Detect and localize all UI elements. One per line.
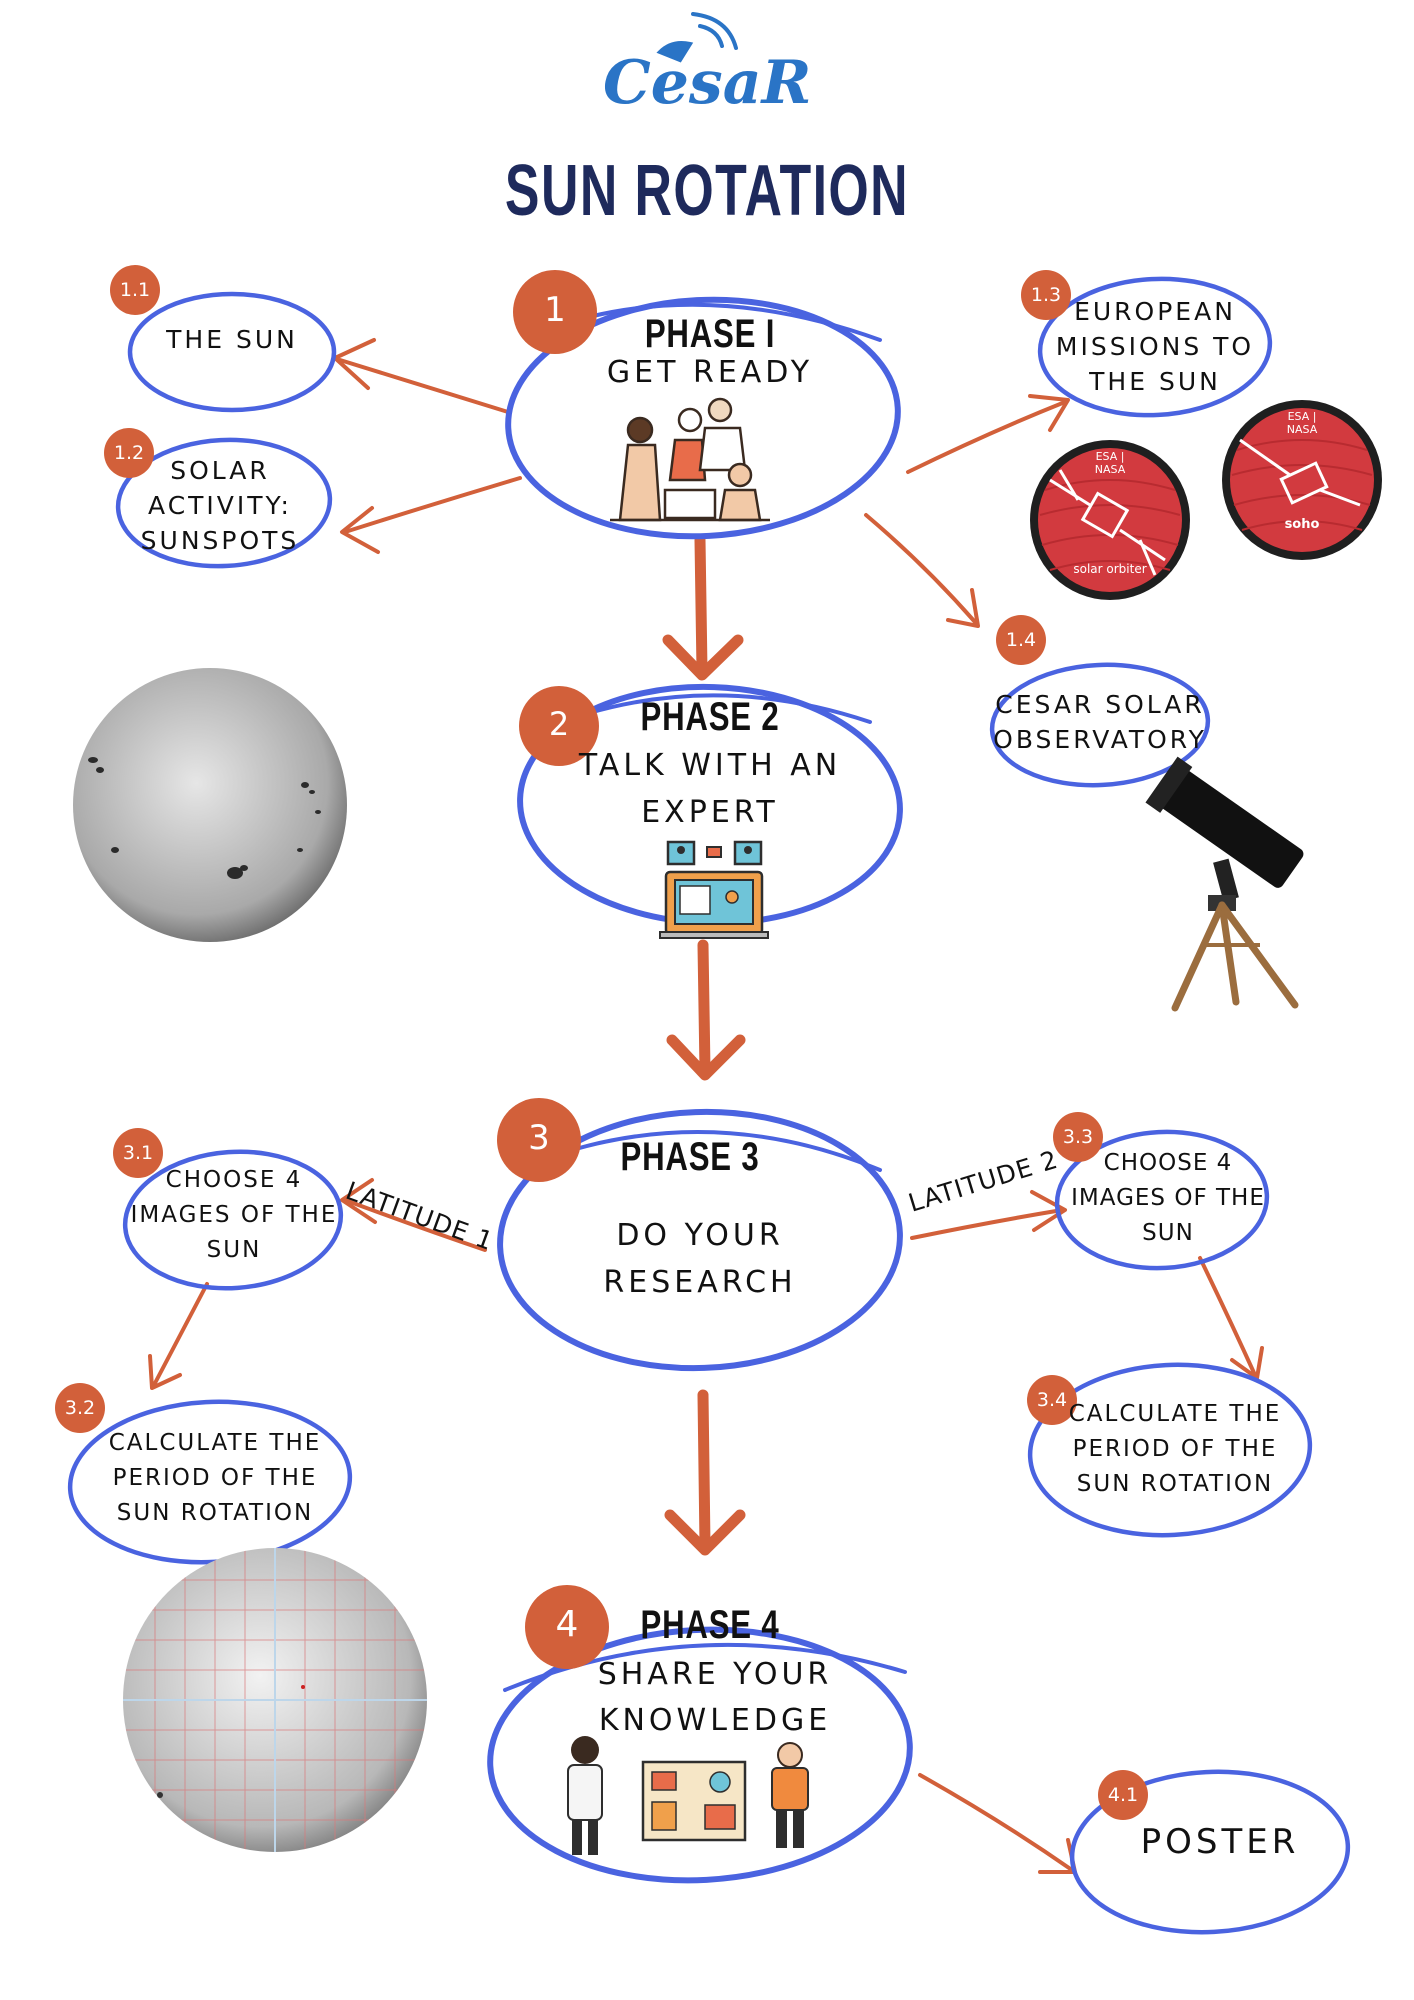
arrow-phase1-to-phase2: [694, 534, 708, 676]
arrow-phase1-to-1-3: [906, 400, 1067, 474]
step-1-1-badge: [110, 265, 160, 315]
step-3-2-badge: [55, 1383, 105, 1433]
step-1-2-badge: [104, 428, 154, 478]
arrow-head: [148, 1354, 182, 1390]
sun-disk-image: [73, 668, 347, 942]
phase2-badge-number: 2: [548, 705, 570, 743]
step-4-1-label: POSTER: [1140, 1822, 1300, 1862]
phase3-subtitle-line1: DO YOUR: [616, 1218, 784, 1253]
step-4-1-badge: [1098, 1770, 1148, 1820]
sun-grid-image: [123, 1548, 427, 1852]
arrow-phase4-to-4-1: [918, 1773, 1074, 1872]
phase4-badge-number: 4: [555, 1604, 579, 1645]
phase1-badge: [513, 270, 597, 354]
phase3-title: PHASE 3: [620, 1135, 760, 1179]
team-illustration-image: [610, 397, 770, 522]
arrow-head: [664, 1509, 746, 1556]
step-1-2-ring: [115, 437, 333, 569]
phase2-subtitle-line2: EXPERT: [641, 795, 779, 830]
step-1-3-label: EUROPEAN MISSIONS TO THE SUN: [1055, 297, 1255, 396]
presenters-illustration-image: [567, 1736, 809, 1855]
arrow-head: [340, 506, 380, 554]
telescope-icon: [1145, 756, 1304, 1012]
step-3-4-badge-number: 3.4: [1036, 1389, 1068, 1411]
step-1-4-ring: [989, 662, 1211, 788]
step-3-4-badge: [1027, 1375, 1077, 1425]
step-1-1-label: THE SUN: [166, 325, 298, 354]
step-3-4-ring: [1027, 1362, 1313, 1538]
step-1-4-label: CESAR SOLAR OBSERVATORY: [993, 690, 1207, 754]
step-3-1-label: CHOOSE 4 IMAGES OF THE SUN: [130, 1167, 338, 1263]
soho-name: soho: [1284, 517, 1320, 532]
step-1-3-badge: [1021, 270, 1071, 320]
solar-orbiter-name: solar orbiter: [1073, 562, 1147, 576]
step-1-3-ring: [1037, 276, 1273, 418]
phase4-ring: [487, 1626, 913, 1884]
cesar-logo: CesaR: [603, 48, 812, 118]
soho-patch-image: [1222, 400, 1382, 560]
arrow-head: [340, 1178, 377, 1224]
step-1-2-badge-number: 1.2: [113, 442, 145, 464]
arrow-phase3-to-3-1: [343, 1198, 487, 1252]
arrow-3-3-to-3-4: [1198, 1256, 1257, 1377]
arrow-head: [666, 1034, 746, 1081]
phase3-badge-number: 3: [528, 1118, 550, 1158]
step-3-3-label: CHOOSE 4 IMAGES OF THE SUN: [1071, 1150, 1265, 1246]
step-1-4-badge: [996, 615, 1046, 665]
arrow-phase3-to-phase4: [697, 1389, 711, 1551]
arrow-phase1-to-1-2: [343, 476, 522, 534]
soho-agency: ESA | NASA: [1286, 410, 1318, 436]
step-4-1-badge-number: 4.1: [1107, 1784, 1139, 1806]
step-1-3-badge-number: 1.3: [1030, 284, 1062, 306]
solar-orbiter-agency: ESA | NASA: [1094, 450, 1126, 476]
arrow-phase1-to-1-4: [864, 513, 977, 624]
main-flow-arrows: [662, 534, 746, 1556]
arrow-head: [1230, 1346, 1264, 1380]
step-3-1-badge-number: 3.1: [122, 1142, 154, 1164]
page-title: SUN ROTATION: [504, 151, 910, 231]
phase2-badge: [519, 686, 599, 766]
phase2-subtitle-line1: TALK WITH AN: [578, 748, 842, 783]
arrow-phase3-to-3-3: [910, 1208, 1064, 1240]
phase1-title: PHASE I: [644, 312, 776, 356]
arrow-head: [946, 588, 980, 628]
step-3-4-label: CALCULATE THE PERIOD OF THE SUN ROTATION: [1068, 1401, 1282, 1497]
arrow-head: [1028, 394, 1070, 432]
satellite-dish-icon: [656, 12, 738, 63]
phase3-subtitle-line2: RESEARCH: [603, 1265, 797, 1300]
step-3-3-ring: [1054, 1129, 1270, 1271]
arrow-phase1-to-1-1: [338, 358, 510, 414]
arrow-head: [662, 634, 744, 681]
step-3-3-badge-number: 3.3: [1062, 1126, 1094, 1148]
step-1-1-ring: [127, 291, 337, 413]
solar-orbiter-patch-image: [1030, 440, 1190, 600]
video-call-icon: [659, 840, 769, 939]
phase1-badge-number: 1: [544, 290, 566, 330]
arrow-phase2-to-phase3: [697, 939, 711, 1076]
arrow-3-1-to-3-2: [152, 1282, 209, 1387]
step-3-1-ring: [122, 1149, 344, 1291]
arrow-head: [1030, 1190, 1067, 1232]
phase3-badge: [497, 1098, 581, 1182]
phase4-subtitle-line1: SHARE YOUR: [597, 1657, 833, 1692]
phase4-badge: [525, 1585, 609, 1669]
phase4-subtitle-line2: KNOWLEDGE: [598, 1703, 832, 1738]
step-1-4-badge-number: 1.4: [1005, 629, 1037, 651]
step-3-2-badge-number: 3.2: [64, 1397, 96, 1419]
step-1-2-label: SOLAR ACTIVITY: SUNSPOTS: [140, 456, 300, 555]
step-3-3-badge: [1053, 1112, 1103, 1162]
step-1-1-badge-number: 1.1: [119, 279, 151, 301]
step-3-2-label: CALCULATE THE PERIOD OF THE SUN ROTATION: [108, 1430, 322, 1526]
step-3-1-badge: [113, 1128, 163, 1178]
step-4-1-ring: [1069, 1769, 1351, 1935]
phase2-title: PHASE 2: [640, 695, 780, 739]
phase1-subtitle: GET READY: [606, 355, 814, 390]
phase4-title: PHASE 4: [640, 1603, 780, 1647]
